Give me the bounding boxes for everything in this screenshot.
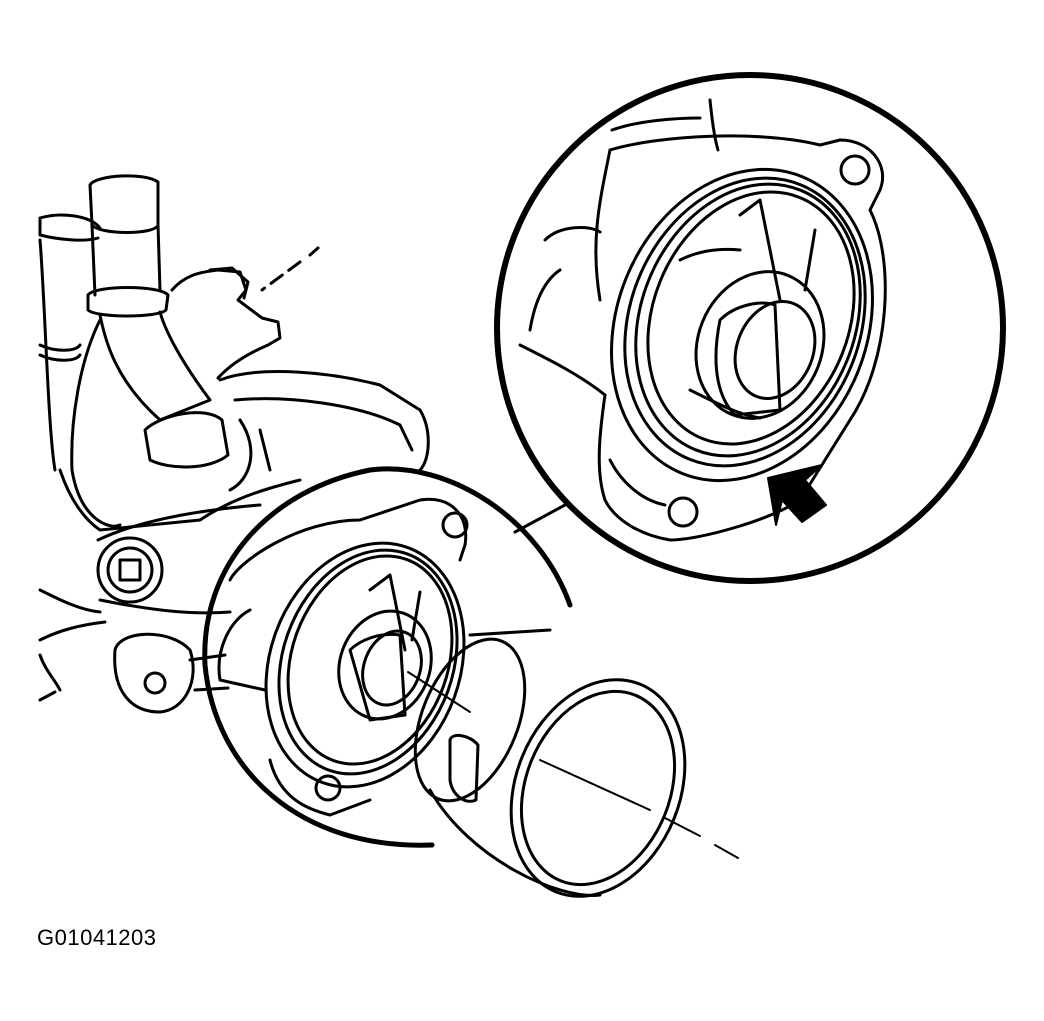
center-axis-top [260, 246, 320, 292]
detail-view-large [494, 72, 1006, 584]
engine-housing [38, 174, 430, 714]
figure-id-label: G01041203 [37, 925, 157, 950]
detail-circle-large [494, 72, 1006, 584]
seal-ring-outer-small [264, 541, 466, 789]
hose-body-left [38, 238, 82, 472]
square-drive [118, 558, 142, 582]
drive-boss-outer [96, 536, 164, 604]
flange-hole-upper-small [441, 511, 469, 539]
direction-arrow-icon [767, 464, 827, 526]
installer-sleeve [413, 628, 739, 898]
thermostat-valve-small [337, 609, 433, 721]
sleeve-front-rim [413, 637, 527, 803]
sleeve-back-rim [509, 678, 687, 898]
hose-cut [170, 268, 282, 380]
sleeve-window [448, 733, 480, 803]
coolant-pipe [88, 174, 160, 234]
drive-boss-inner [106, 546, 154, 594]
mount-hole-lower [143, 671, 167, 695]
detail-view-small [202, 466, 573, 848]
sleeve-axis [539, 759, 739, 859]
flange-hole-upper-large [839, 154, 871, 186]
housing-body [58, 370, 430, 532]
seal-ring-outer-large [610, 167, 874, 483]
detail-circle-small [202, 466, 573, 848]
flange-hole-lower-large [667, 496, 699, 528]
leader-line [513, 503, 567, 534]
flange-hole-lower-small [314, 774, 342, 802]
flange-large [597, 134, 887, 542]
install-axis [407, 671, 471, 713]
hose-stub-left [38, 213, 102, 242]
thermostat-valve-large [694, 270, 826, 420]
